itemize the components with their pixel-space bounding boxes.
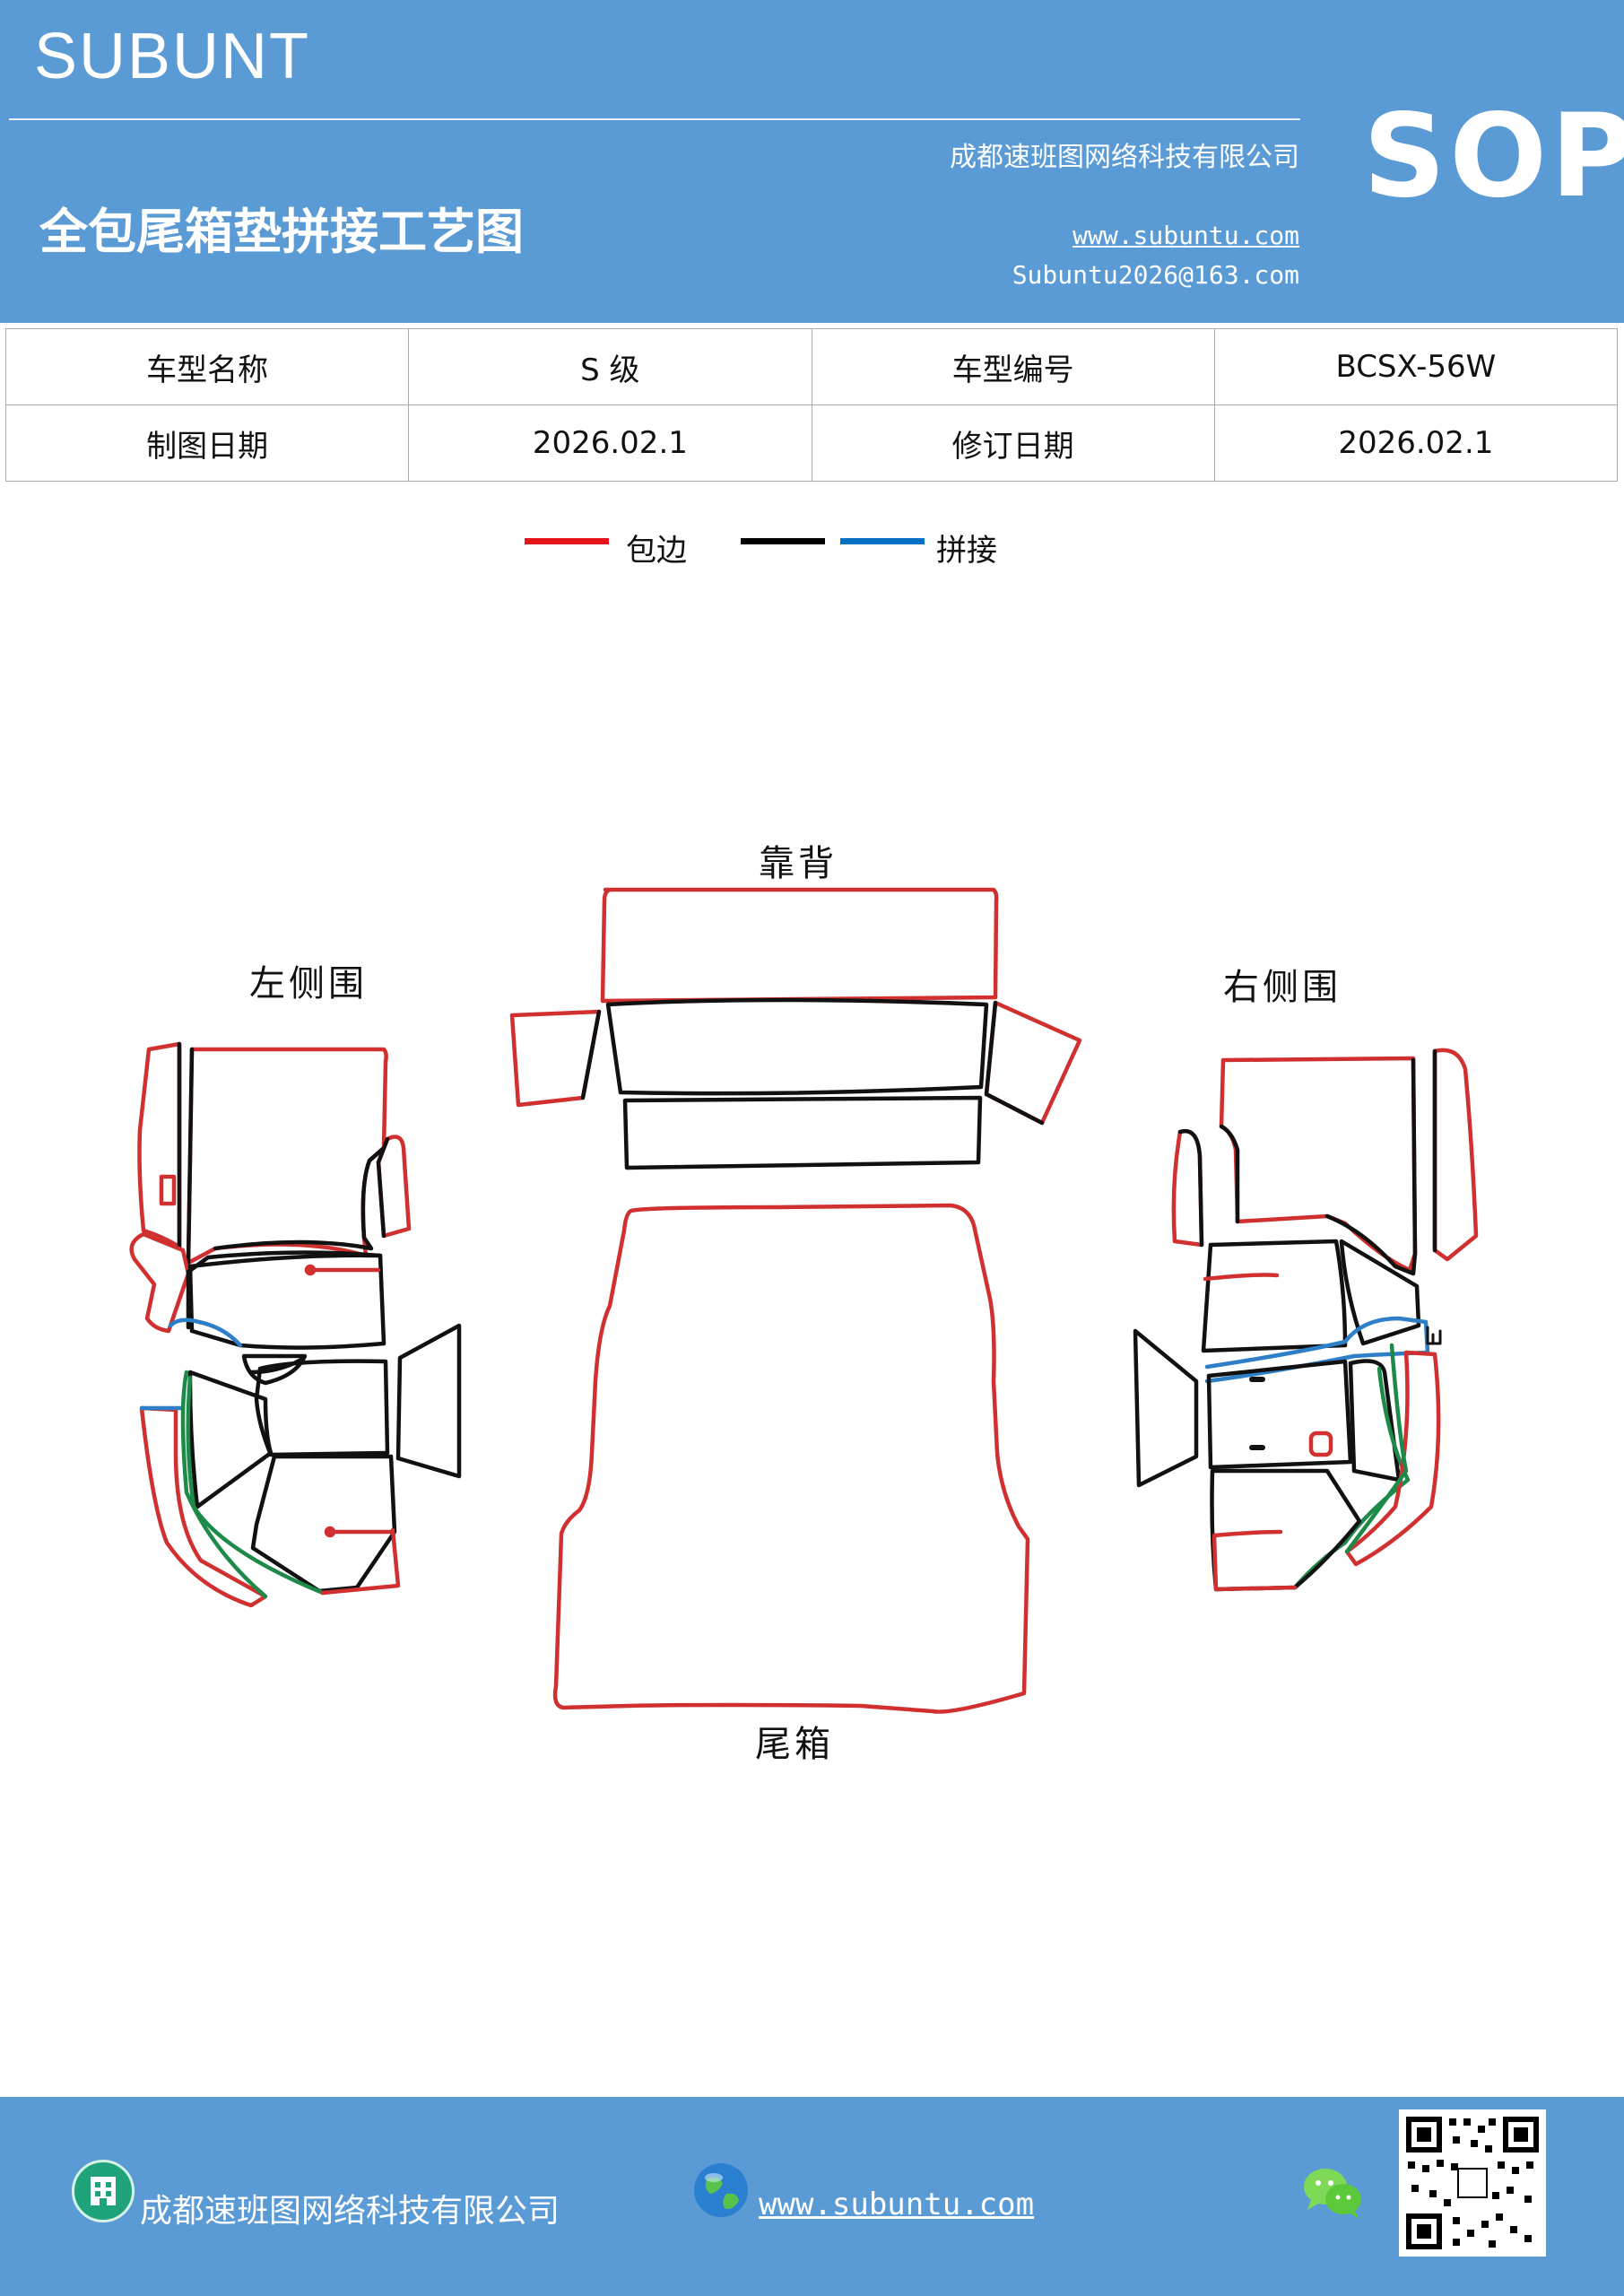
left-upper-panel-outline	[186, 1047, 386, 1265]
right-lower-panel	[1210, 1468, 1362, 1592]
revise-date-value: 2026.02.1	[1213, 404, 1619, 482]
footer: 成都速班图网络科技有限公司 www.subuntu.com	[0, 2097, 1624, 2296]
right-center-panel	[1206, 1359, 1353, 1470]
model-name-value: S 级	[408, 328, 812, 405]
header-company: 成都速班图网络科技有限公司	[950, 142, 1299, 173]
label-right-side: 右侧围	[1223, 967, 1342, 1008]
table-row: 车型名称 S 级 车型编号 BCSX-56W	[4, 328, 1619, 405]
right-outer-green	[1344, 1343, 1409, 1554]
left-lower-binding-dot	[324, 1526, 336, 1538]
right-side-panels	[1133, 1048, 1479, 1592]
left-center-panel	[254, 1359, 390, 1457]
wechat-icon	[1302, 2163, 1365, 2222]
right-upper-panel	[1219, 1056, 1418, 1273]
right-strip-panel	[1432, 1048, 1479, 1262]
left-small-strip-seam	[376, 1136, 390, 1239]
backrest-lower-panel	[622, 1095, 983, 1170]
header-email: Subuntu2026@163.com	[1012, 260, 1299, 290]
left-side-panels	[129, 1041, 462, 1608]
model-name-label: 车型名称	[4, 328, 410, 405]
revise-date-label: 修订日期	[811, 404, 1215, 482]
legend-outline-swatch	[741, 538, 825, 544]
label-trunk: 尾箱	[755, 1724, 834, 1765]
left-mid-binding-dot	[304, 1264, 317, 1276]
right-triangle-panel	[1133, 1328, 1199, 1488]
left-mid-seam	[186, 1250, 383, 1330]
backrest-right-wing-seam	[984, 1000, 1045, 1126]
right-mid-right	[1339, 1239, 1421, 1346]
header-divider	[9, 118, 1300, 120]
left-green-seam-inner	[186, 1375, 326, 1596]
table-row: 制图日期 2026.02.1 修订日期 2026.02.1	[4, 404, 1619, 482]
globe-icon	[692, 2161, 750, 2219]
left-small-strip	[376, 1135, 412, 1239]
draw-date-value: 2026.02.1	[408, 404, 812, 482]
left-lower-edge	[320, 1527, 401, 1596]
right-lower-binding	[1211, 1529, 1283, 1538]
left-strip-panel	[137, 1041, 182, 1249]
legend-binding-label: 包边	[626, 533, 687, 569]
label-left-side: 左侧围	[249, 963, 368, 1004]
right-small-mark	[1426, 1326, 1442, 1345]
qr-code[interactable]	[1399, 2109, 1546, 2257]
backrest-middle-panel	[605, 997, 989, 1096]
legend-splice-label: 拼接	[936, 533, 997, 569]
legend-binding-swatch	[525, 538, 609, 544]
backrest-panels	[509, 887, 1082, 1170]
right-square-notch	[1308, 1431, 1333, 1457]
right-lower-edge	[1211, 1533, 1298, 1592]
info-table: 车型名称 S 级 车型编号 BCSX-56W 制图日期 2026.02.1 修订…	[4, 328, 1619, 482]
right-rightward-piece	[1348, 1359, 1402, 1483]
header: SUBUNT 成都速班图网络科技有限公司 SOP 全包尾箱垫拼接工艺图 www.…	[0, 0, 1624, 323]
footer-website-link[interactable]: www.subuntu.com	[759, 2187, 1035, 2222]
left-lower-panel	[250, 1454, 397, 1594]
left-mid-panel	[187, 1253, 386, 1350]
qr-code-graphic	[1406, 2117, 1539, 2249]
backrest-right-wing	[984, 1000, 1082, 1126]
right-mid-panel	[1201, 1239, 1348, 1353]
left-triangle-panel	[395, 1323, 462, 1479]
label-backrest: 靠背	[759, 843, 838, 884]
backrest-top-panel	[600, 887, 999, 1004]
left-hook-piece	[129, 1231, 191, 1334]
header-website-link[interactable]: www.subuntu.com	[1073, 221, 1299, 250]
left-outer-strip	[139, 1405, 268, 1608]
trunk-floor-panel	[552, 1203, 1030, 1714]
left-mid-splice	[168, 1318, 243, 1348]
brand-name: SUBUNT	[34, 21, 311, 92]
legend-splice-swatch	[840, 538, 925, 544]
draw-date-label: 制图日期	[4, 404, 410, 482]
left-outer-green	[180, 1370, 268, 1599]
sop-badge: SOP	[1363, 90, 1624, 223]
right-small-strip-seam	[1177, 1128, 1204, 1248]
right-mid-binding	[1203, 1273, 1280, 1282]
building-icon	[72, 2160, 135, 2222]
model-code-value: BCSX-56W	[1213, 328, 1619, 405]
right-upper-panel-outline	[1219, 1057, 1418, 1276]
left-notch	[159, 1174, 177, 1206]
legend: 包边 拼接	[0, 529, 1624, 574]
left-lower-inner	[187, 1370, 274, 1509]
backrest-left-wing-seam	[580, 1009, 602, 1100]
model-code-label: 车型编号	[811, 328, 1215, 405]
page-title: 全包尾箱垫拼接工艺图	[39, 204, 524, 260]
left-upper-panel	[186, 1047, 388, 1265]
footer-company: 成都速班图网络科技有限公司	[140, 2193, 560, 2230]
